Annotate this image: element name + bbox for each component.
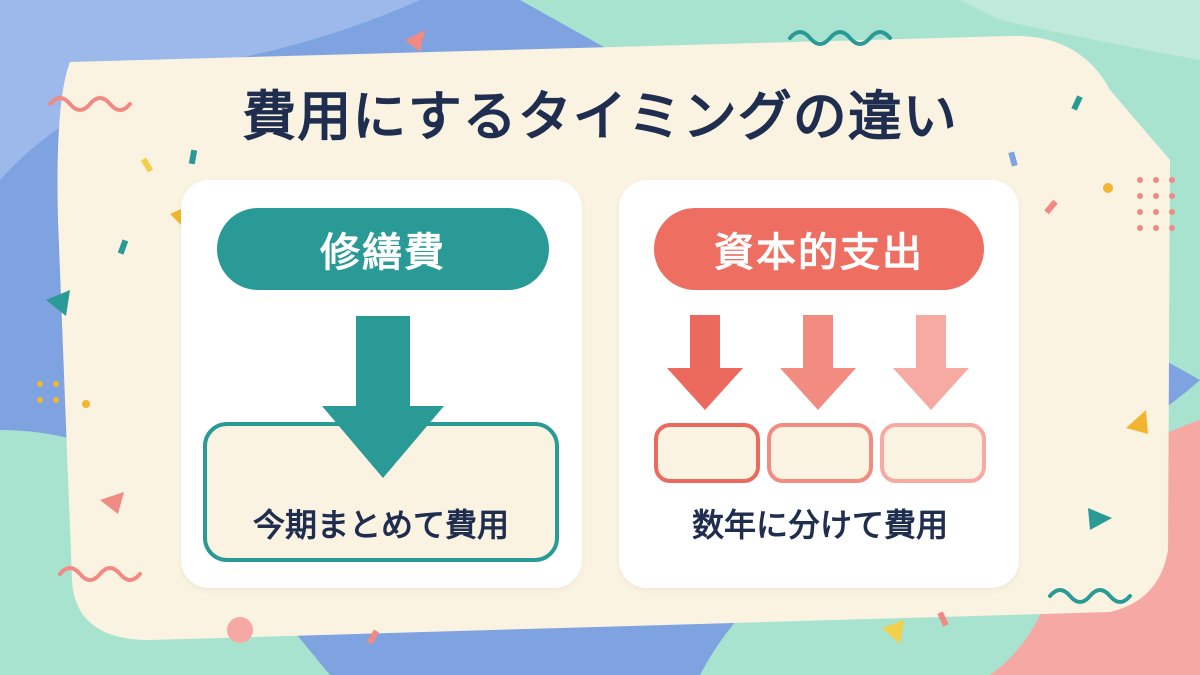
repair-cost-result: 今期まとめて費用 — [252, 506, 509, 544]
period-box-3 — [880, 423, 986, 483]
confetti-dot — [1103, 183, 1113, 193]
confetti-dot — [82, 400, 90, 408]
confetti-triangle — [1088, 508, 1112, 530]
confetti-triangle — [882, 620, 904, 644]
confetti-dot — [227, 617, 253, 643]
wavy-line — [48, 96, 132, 112]
wavy-line — [1048, 588, 1132, 604]
confetti-triangle — [405, 30, 425, 52]
period-box-1 — [654, 423, 760, 483]
repair-cost-label: 修繕費 — [217, 208, 549, 290]
period-box-2 — [767, 423, 873, 483]
capital-expenditure-result: 数年に分けて費用 — [691, 506, 948, 544]
dot-grid — [1137, 177, 1175, 231]
wavy-line — [58, 566, 142, 582]
down-arrow-icon — [667, 315, 743, 410]
confetti-triangle — [100, 492, 124, 514]
down-arrow-icon — [893, 315, 969, 410]
down-arrow-icon — [322, 316, 444, 478]
confetti-triangle — [1126, 410, 1148, 434]
down-arrow-icon — [780, 315, 856, 410]
confetti-triangle — [46, 290, 70, 316]
capital-expenditure-label: 資本的支出 — [654, 208, 984, 290]
page-title: 費用にするタイミングの違い — [242, 85, 958, 148]
dot-grid — [37, 381, 59, 403]
wavy-line — [788, 30, 892, 46]
